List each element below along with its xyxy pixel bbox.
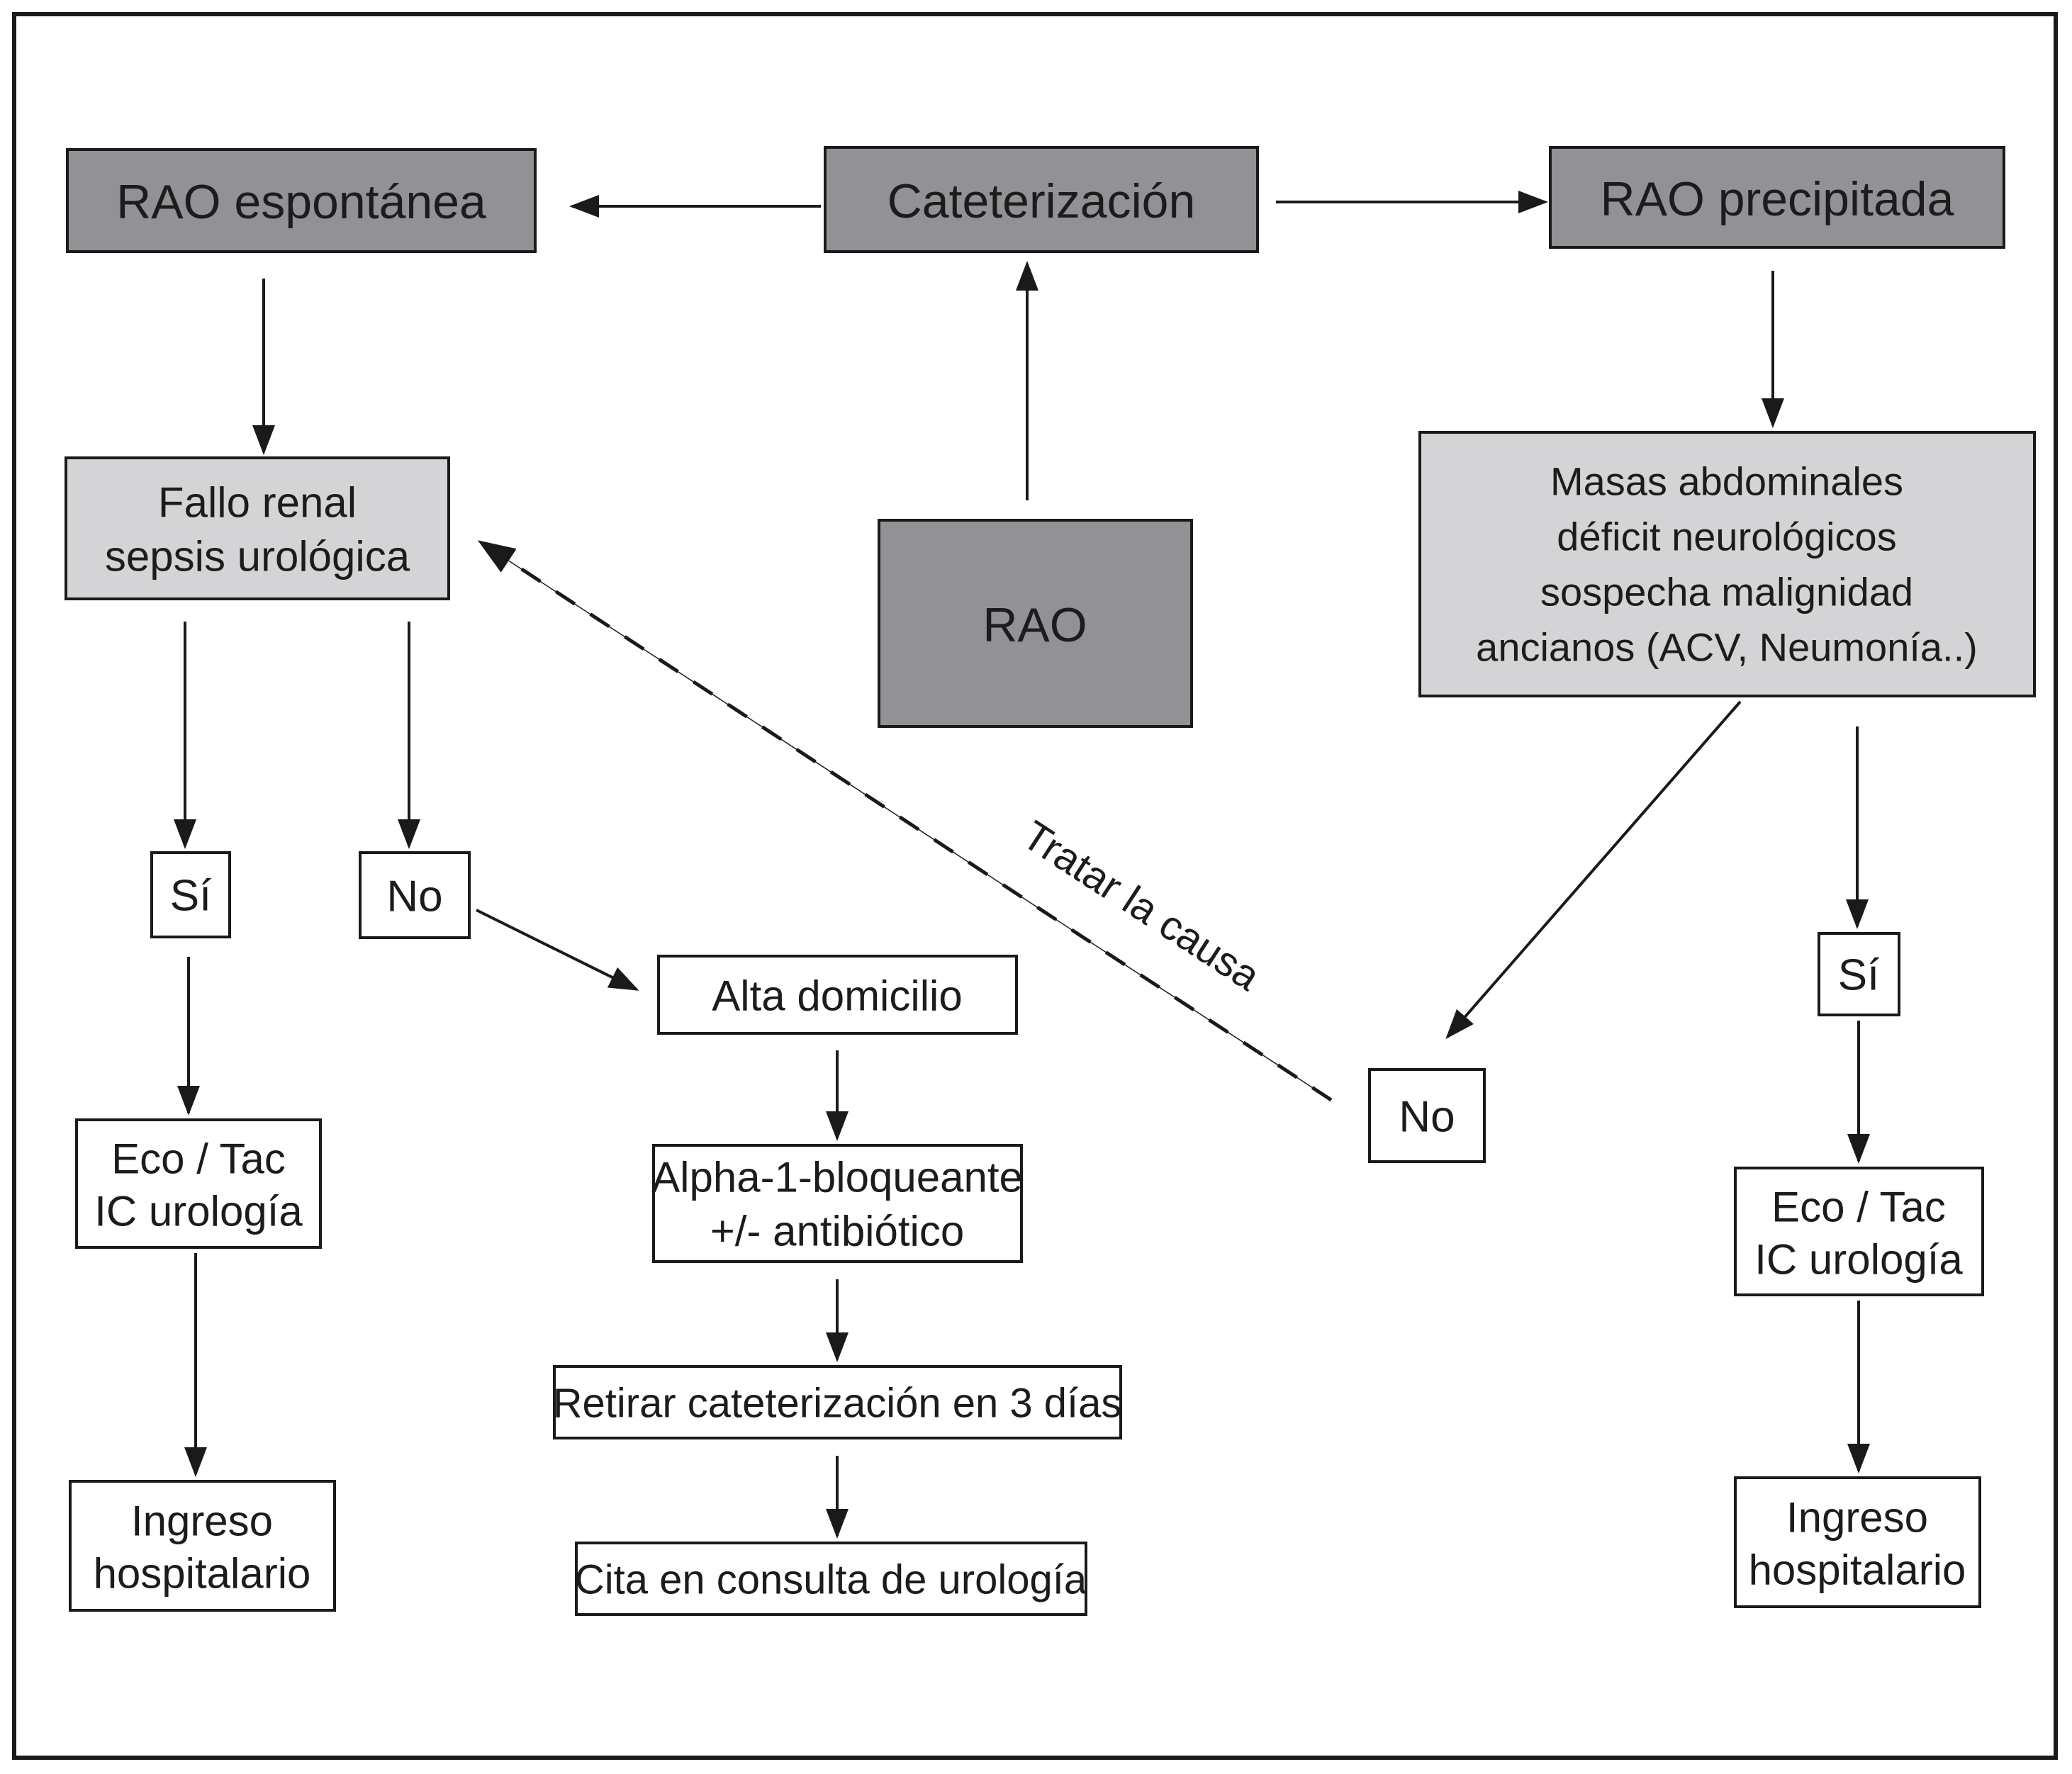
si-left-label: Sí — [170, 872, 212, 921]
retirar-label: Retirar cateterización en 3 días — [553, 1381, 1122, 1427]
node-retirar: Retirar cateterización en 3 días — [553, 1365, 1122, 1439]
no-right-box — [1368, 1068, 1486, 1163]
node-ingreso-left: Ingreso hospitalario — [69, 1480, 336, 1612]
no-left-box — [359, 851, 471, 939]
alpha-bloqueante-line2: +/- antibiótico — [710, 1208, 965, 1255]
eco-right-line2: IC urología — [1754, 1236, 1963, 1284]
ingreso-left-line2: hospitalario — [94, 1550, 311, 1598]
cateterizacion-box — [824, 146, 1259, 253]
rao-box — [878, 519, 1193, 728]
masas-line3: sospecha malignidad — [1540, 570, 1913, 614]
node-rao-precipitada: RAO precipitada — [1549, 146, 2005, 249]
node-rao-espontanea: RAO espontánea — [66, 148, 537, 253]
arrow-no-left-to-alta-domicilio — [476, 909, 639, 991]
figure-border — [12, 12, 2058, 1760]
ingreso-right-line1: Ingreso — [1786, 1494, 1928, 1542]
si-left-box — [150, 851, 231, 938]
si-right-label: Sí — [1838, 951, 1880, 1000]
node-rao: RAO — [878, 519, 1193, 728]
masas-line4: ancianos (ACV, Neumonía..) — [1476, 625, 1978, 670]
ingreso-right-line2: hospitalario — [1749, 1546, 1966, 1594]
node-si-left: Sí — [150, 851, 231, 938]
cateterizacion-label: Cateterización — [887, 174, 1196, 228]
no-right-label: No — [1399, 1093, 1455, 1142]
node-alpha-bloqueante: Alpha-1-bloqueante +/- antibiótico — [651, 1144, 1023, 1263]
fallo-renal-line1: Fallo renal — [158, 479, 357, 527]
node-fallo-renal: Fallo renal sepsis urológica — [65, 456, 450, 600]
alta-domicilio-box — [657, 955, 1018, 1035]
eco-right-box — [1734, 1167, 1984, 1296]
rao-espontanea-label: RAO espontánea — [116, 175, 486, 229]
fallo-renal-box — [65, 456, 450, 600]
tratar-dashed-line — [477, 540, 1333, 1102]
node-eco-left: Eco / Tac IC urología — [75, 1118, 322, 1249]
eco-left-line2: IC urología — [94, 1188, 303, 1235]
node-si-right: Sí — [1818, 932, 1900, 1016]
ingreso-left-box — [69, 1480, 336, 1612]
rao-espontanea-box — [66, 148, 537, 253]
alta-domicilio-label: Alta domicilio — [712, 972, 962, 1020]
tratar-la-causa-label: Tratar la causa — [1014, 812, 1268, 1000]
arrow-masas-to-no-right — [1445, 700, 1742, 1040]
rao-label: RAO — [982, 598, 1087, 652]
node-no-left: No — [359, 851, 471, 939]
ingreso-right-box — [1734, 1476, 1981, 1608]
rao-precipitada-label: RAO precipitada — [1601, 172, 1954, 226]
eco-right-line1: Eco / Tac — [1771, 1184, 1946, 1231]
no-left-label: No — [386, 872, 442, 921]
node-cita: Cita en consulta de urología — [575, 1542, 1087, 1616]
eco-left-line1: Eco / Tac — [111, 1135, 286, 1183]
node-ingreso-right: Ingreso hospitalario — [1734, 1476, 1981, 1608]
rao-precipitada-box — [1549, 146, 2005, 249]
cita-box — [575, 1542, 1087, 1616]
node-eco-right: Eco / Tac IC urología — [1734, 1167, 1984, 1296]
cita-label: Cita en consulta de urología — [575, 1557, 1087, 1603]
ingreso-left-line1: Ingreso — [131, 1498, 273, 1545]
node-no-right: No — [1368, 1068, 1486, 1163]
masas-box — [1418, 431, 2036, 697]
alpha-bloqueante-box — [652, 1144, 1023, 1263]
masas-line1: Masas abdominales — [1550, 459, 1903, 504]
alpha-bloqueante-line1: Alpha-1-bloqueante — [651, 1154, 1023, 1201]
node-masas: Masas abdominales déficit neurológicos s… — [1418, 431, 2036, 697]
masas-line2: déficit neurológicos — [1557, 515, 1896, 559]
node-cateterizacion: Cateterización — [824, 146, 1259, 253]
retirar-box — [553, 1365, 1122, 1439]
fallo-renal-line2: sepsis urológica — [105, 533, 410, 580]
node-alta-domicilio: Alta domicilio — [657, 955, 1018, 1035]
si-right-box — [1818, 932, 1900, 1016]
eco-left-box — [75, 1118, 322, 1249]
